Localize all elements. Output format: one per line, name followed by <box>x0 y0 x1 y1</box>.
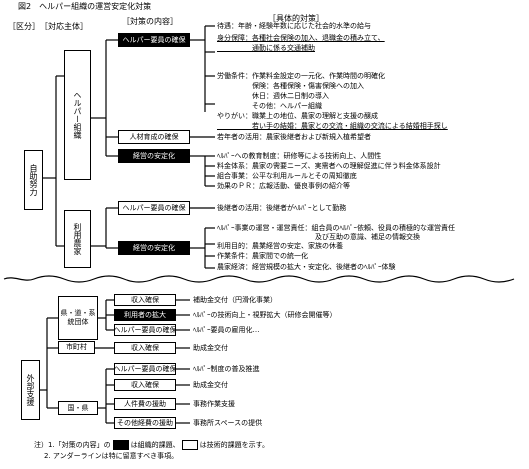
item-nat-secure: ﾍﾙﾊﾟｰ制度の普及推進 <box>193 365 260 373</box>
note-1-mid: は組織的課題、 <box>130 441 180 449</box>
item-user-secure-1: 後継者の活用：後継者がﾍﾙﾊﾟｰとして勤務 <box>217 204 347 212</box>
note-2: 2. アンダーラインは特に留意すべき事項。 <box>44 452 179 460</box>
item-user-mgmt-2: 及び互助の意識、補足の情報交換 <box>217 233 420 241</box>
header-category: ［区分］ <box>8 22 40 31</box>
subject-municipality: 市町村 <box>58 341 95 354</box>
content-user-secure: ヘルパー要員の確保 <box>118 201 190 215</box>
category-self-help: 自助努力 <box>24 150 43 210</box>
content-pref-income: 収入確保 <box>114 294 176 306</box>
item-user-mgmt-5: 農家経済：経営規模の拡大・安定化、後継者のﾍﾙﾊﾟｰ体験 <box>217 263 396 271</box>
item-user-mgmt-3: 利用目的：農業経営の安定、家族の休養 <box>217 242 343 250</box>
header-content: ［対策の内容］ <box>122 17 178 26</box>
item-mgmt-4: 効果のＰＲ：広報活動、優良事例の紹介等 <box>217 182 350 190</box>
item-helper-secure-1: 待遇：年齢・経験年数に応じた社会的水準の給与 <box>217 22 371 30</box>
content-helper-secure: ヘルパー要員の確保 <box>118 33 190 47</box>
content-user-mgmt: 経営の安定化 <box>118 241 190 255</box>
header-subject: ［対応主体］ <box>40 22 88 31</box>
item-helper-secure-5: 保険：各種保険・傷害保険への加入 <box>217 82 364 90</box>
content-pref-secure: ヘルパー要員の確保 <box>114 324 176 336</box>
item-user-mgmt-1: ﾍﾙﾊﾟｰ事業の運営・運営責任：組合員のﾍﾙﾊﾟｰ依頼、役員の積極的な運営責任 <box>217 224 455 232</box>
subject-user-farmer: 利用農家 <box>64 210 91 268</box>
item-nat-other: 事務所スペースの提供 <box>193 419 263 427</box>
subject-nation-pref: 国・県 <box>58 401 98 415</box>
category-external-support: 外部支援 <box>21 360 40 420</box>
item-pref-secure: ﾍﾙﾊﾟｰ要員の雇用化… <box>193 326 260 334</box>
item-muni-income: 助成金交付 <box>193 344 228 352</box>
content-nat-income: 収入確保 <box>114 379 176 391</box>
legend-light-swatch-icon <box>181 440 198 450</box>
item-human-res-1: 若年者の活用：農家後継者および新規入植希望者 <box>217 133 371 141</box>
content-pref-expand: 利用者の拡大 <box>114 309 176 321</box>
note-1-prefix: 注）1.「対策の内容」の <box>34 441 111 449</box>
item-mgmt-3: 組合事業：公平な利用ルールとその周知徹底 <box>217 172 357 180</box>
diagram-title: 図2 ヘルパー組織の運営安定化対策 <box>18 2 152 11</box>
content-mgmt-stable: 経営の安定化 <box>118 149 190 163</box>
item-user-mgmt-4: 作業条件：農家間での統一化 <box>217 252 308 260</box>
item-helper-secure-2: 身分保障：各種社会保険の加入、退職金の積み立て、 <box>217 34 385 42</box>
note-1: 注）1.「対策の内容」の は組織的課題、 は技術的課題を示す。 <box>34 440 269 450</box>
item-helper-secure-8: やりがい：職業上の地位、農家の理解と支援の醸成 <box>217 112 378 120</box>
item-pref-income: 補助金交付（円滑化事業） <box>193 296 277 304</box>
item-mgmt-2: 料金体系：農家の需要ニーズ、実需者への理解促進に伴う料金体系設計 <box>217 162 441 170</box>
item-helper-secure-4: 労働条件：作業料金設定の一元化、作業時間の明確化 <box>217 72 385 80</box>
content-human-resource: 人材育成の確保 <box>118 130 190 144</box>
content-nat-secure: ヘルパー要員の確保 <box>114 363 176 375</box>
item-helper-secure-3: 通勤に係る交通補助 <box>217 44 315 52</box>
subject-helper-org: ヘルパー組織 <box>64 50 91 180</box>
item-helper-secure-7: その他：ヘルパー組織 <box>217 102 322 110</box>
header-concrete: ［具体的対策］ <box>268 14 324 23</box>
item-helper-secure-6: 休日：週休二日制の導入 <box>217 92 329 100</box>
item-nat-income: 助成金交付 <box>193 381 228 389</box>
subject-pref-coop: 県・道・系統団体 <box>58 296 98 340</box>
content-muni-income: 収入確保 <box>114 342 176 354</box>
content-nat-other: その他経費の援助 <box>114 417 176 429</box>
note-1-suffix: は技術的課題を示す。 <box>199 441 269 449</box>
content-nat-labor: 人件費の援助 <box>114 398 176 410</box>
item-nat-labor: 事務作業支援 <box>193 400 235 408</box>
item-mgmt-1: ﾍﾙﾊﾟｰへの教育制度：研修等による技術向上、人間性 <box>217 152 382 160</box>
legend-dark-swatch-icon <box>112 440 129 450</box>
item-helper-secure-9: 若い手の結婚：農家との交流・組織の交流による結婚相手探し <box>217 122 448 130</box>
item-pref-expand: ﾍﾙﾊﾟｰの技術向上・視野拡大（研修会開催等） <box>193 311 337 319</box>
